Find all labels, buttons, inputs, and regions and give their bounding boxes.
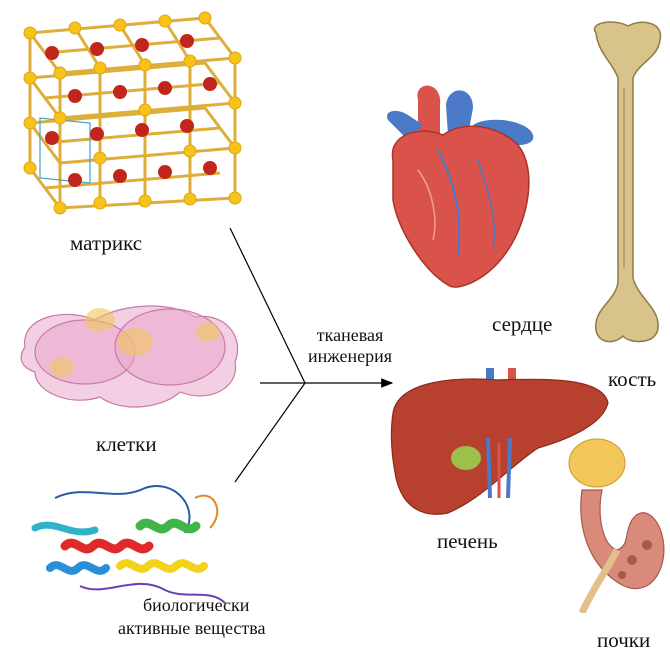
heart-image [378, 80, 540, 295]
bone-label: кость [608, 369, 656, 390]
matrix-lattice-image [20, 8, 250, 223]
kidney-image [562, 435, 670, 613]
process-label-line2: инженерия [300, 347, 400, 365]
process-label-line1: тканевая [300, 326, 400, 344]
kidney-label: почки [597, 630, 650, 651]
matrix-label: матрикс [70, 233, 142, 254]
protein-structure-image [25, 478, 235, 608]
heart-label: сердце [492, 314, 552, 335]
cells-image [10, 292, 250, 417]
bioactive-label-line1: биологически [143, 596, 249, 614]
bone-image [588, 18, 666, 348]
bioactive-label-line2: активные вещества [118, 619, 266, 637]
liver-label: печень [437, 531, 498, 552]
cells-label: клетки [96, 434, 157, 455]
